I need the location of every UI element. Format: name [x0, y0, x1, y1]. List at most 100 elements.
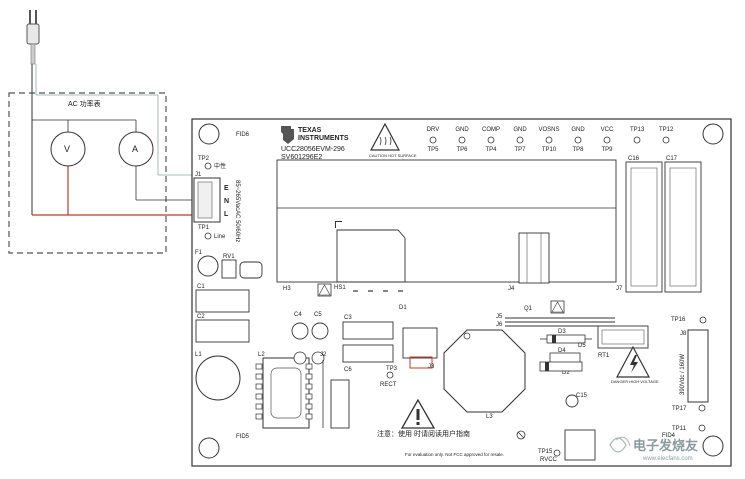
j1-label: J1	[195, 172, 202, 178]
tp3-label: TP3	[386, 366, 398, 372]
test-point-name: VCC	[601, 127, 614, 133]
voltmeter-label: V	[64, 144, 70, 154]
capacitor-c3	[342, 321, 394, 340]
transformer-pin	[305, 373, 313, 380]
rvcc-label: RVCC	[540, 457, 558, 463]
power-plug	[26, 10, 40, 65]
transformer-pin	[255, 413, 263, 420]
capacitor-c17	[664, 161, 702, 293]
j5-label: J5	[496, 314, 503, 320]
watermark-url: www.elecfans.com	[642, 456, 693, 462]
tp3-pad	[386, 371, 394, 379]
j6-label: J6	[496, 322, 503, 328]
component-j4	[518, 232, 550, 284]
test-point-pad	[516, 136, 524, 144]
brand-line1: TEXAS	[298, 127, 322, 134]
footer-text: For evaluation only. Not FCC approved fo…	[405, 452, 504, 457]
test-point-row: DRVTP5GNDTP6COMPTP4GNDTP7VOSNSTP10GNDTP8…	[427, 127, 614, 153]
c6-label: C6	[344, 367, 352, 373]
tp16-pad	[699, 316, 707, 324]
ac-power-meter-box	[8, 92, 167, 254]
tp16-label: TP16	[671, 317, 686, 323]
thermistor-rt1	[597, 325, 649, 349]
tp12-label: TP12	[659, 127, 674, 133]
c16-label: C16	[628, 156, 640, 162]
test-point-pad	[574, 136, 582, 144]
tp13-pad	[633, 136, 641, 144]
inductor-l1	[195, 355, 241, 401]
test-point-id: TP4	[485, 147, 497, 153]
fid5-label: FID5	[236, 434, 250, 440]
caution-hot-surface-icon	[369, 122, 401, 151]
rt1-label: RT1	[598, 353, 610, 359]
test-point-name: GND	[571, 127, 585, 133]
inductor-l3	[443, 329, 526, 413]
heatsink	[276, 159, 617, 283]
l2-label: L2	[258, 352, 265, 358]
rect-label: RECT	[380, 382, 397, 388]
l3-label: L3	[486, 414, 493, 420]
transformer-pins	[255, 363, 313, 420]
d1-label: D1	[399, 305, 407, 311]
output-spec: 390Vdc / 160W	[680, 354, 686, 395]
input-spec: 85~265VacAC 50/60Hz	[234, 180, 240, 242]
j8-label: J8	[680, 331, 687, 337]
test-point-id: TP7	[514, 147, 526, 153]
capacitor-c6-body	[342, 344, 394, 363]
tp13-label: TP13	[630, 127, 645, 133]
tp12-pad	[662, 136, 670, 144]
fid6-label: FID6	[236, 132, 250, 138]
c4-label: C4	[294, 312, 302, 318]
h3-label: H3	[283, 286, 291, 292]
c2-label: C2	[197, 314, 205, 320]
fuse-f1	[197, 255, 219, 277]
tp17-label: TP17	[672, 406, 687, 412]
c17-label: C17	[666, 156, 678, 162]
output-connector	[687, 329, 709, 403]
capacitor-c4	[291, 322, 309, 340]
pin-e: E	[224, 185, 229, 192]
c1-label: C1	[197, 284, 205, 290]
j3-label: J3	[428, 364, 435, 370]
test-point-pad	[487, 136, 495, 144]
d5-label: D5	[578, 343, 586, 349]
transformer-pin	[255, 393, 263, 400]
mounting-hole-top-left	[198, 123, 220, 145]
watermark-text: 电子发烧友	[633, 438, 698, 453]
j4-label: J4	[508, 286, 515, 292]
mounting-hole-bottom-right	[702, 435, 724, 457]
f1-label: F1	[195, 250, 203, 256]
test-point-id: TP6	[456, 147, 468, 153]
fid4-label: FID4	[662, 433, 676, 439]
diode-d4	[549, 352, 581, 364]
transformer-pin	[255, 403, 263, 410]
q1-label: Q1	[524, 306, 533, 312]
c3-label: C3	[344, 315, 352, 321]
tp1-label: TP1	[198, 225, 210, 231]
danger-high-voltage-icon	[616, 345, 650, 378]
pin-n: N	[224, 198, 229, 205]
transformer-pin	[255, 363, 263, 370]
test-point-pad	[429, 136, 437, 144]
test-point-id: TP10	[542, 147, 557, 153]
capacitor-c1	[195, 289, 250, 313]
tp11-pad	[698, 424, 706, 432]
d3-label: D3	[558, 329, 566, 335]
connector-rvcc	[564, 429, 596, 461]
mounting-hole-bottom-left	[198, 437, 220, 459]
tp15-pad	[553, 449, 561, 457]
hs1-label: HS1	[334, 285, 346, 291]
transformer-pin	[305, 383, 313, 390]
l1-label: L1	[195, 352, 202, 358]
tp11-label: TP11	[672, 426, 687, 432]
j2-label: J2	[320, 352, 327, 358]
voltmeter: V	[50, 131, 86, 167]
brand-line2: INSTRUMENTS	[298, 135, 349, 142]
notice-text: 注意：使用 时请阅读用户指南	[377, 429, 470, 438]
diode-d1	[402, 327, 438, 359]
test-point-name: DRV	[427, 127, 440, 133]
transformer-pin	[305, 393, 313, 400]
ammeter: A	[118, 131, 154, 167]
test-point-name: GND	[513, 127, 527, 133]
